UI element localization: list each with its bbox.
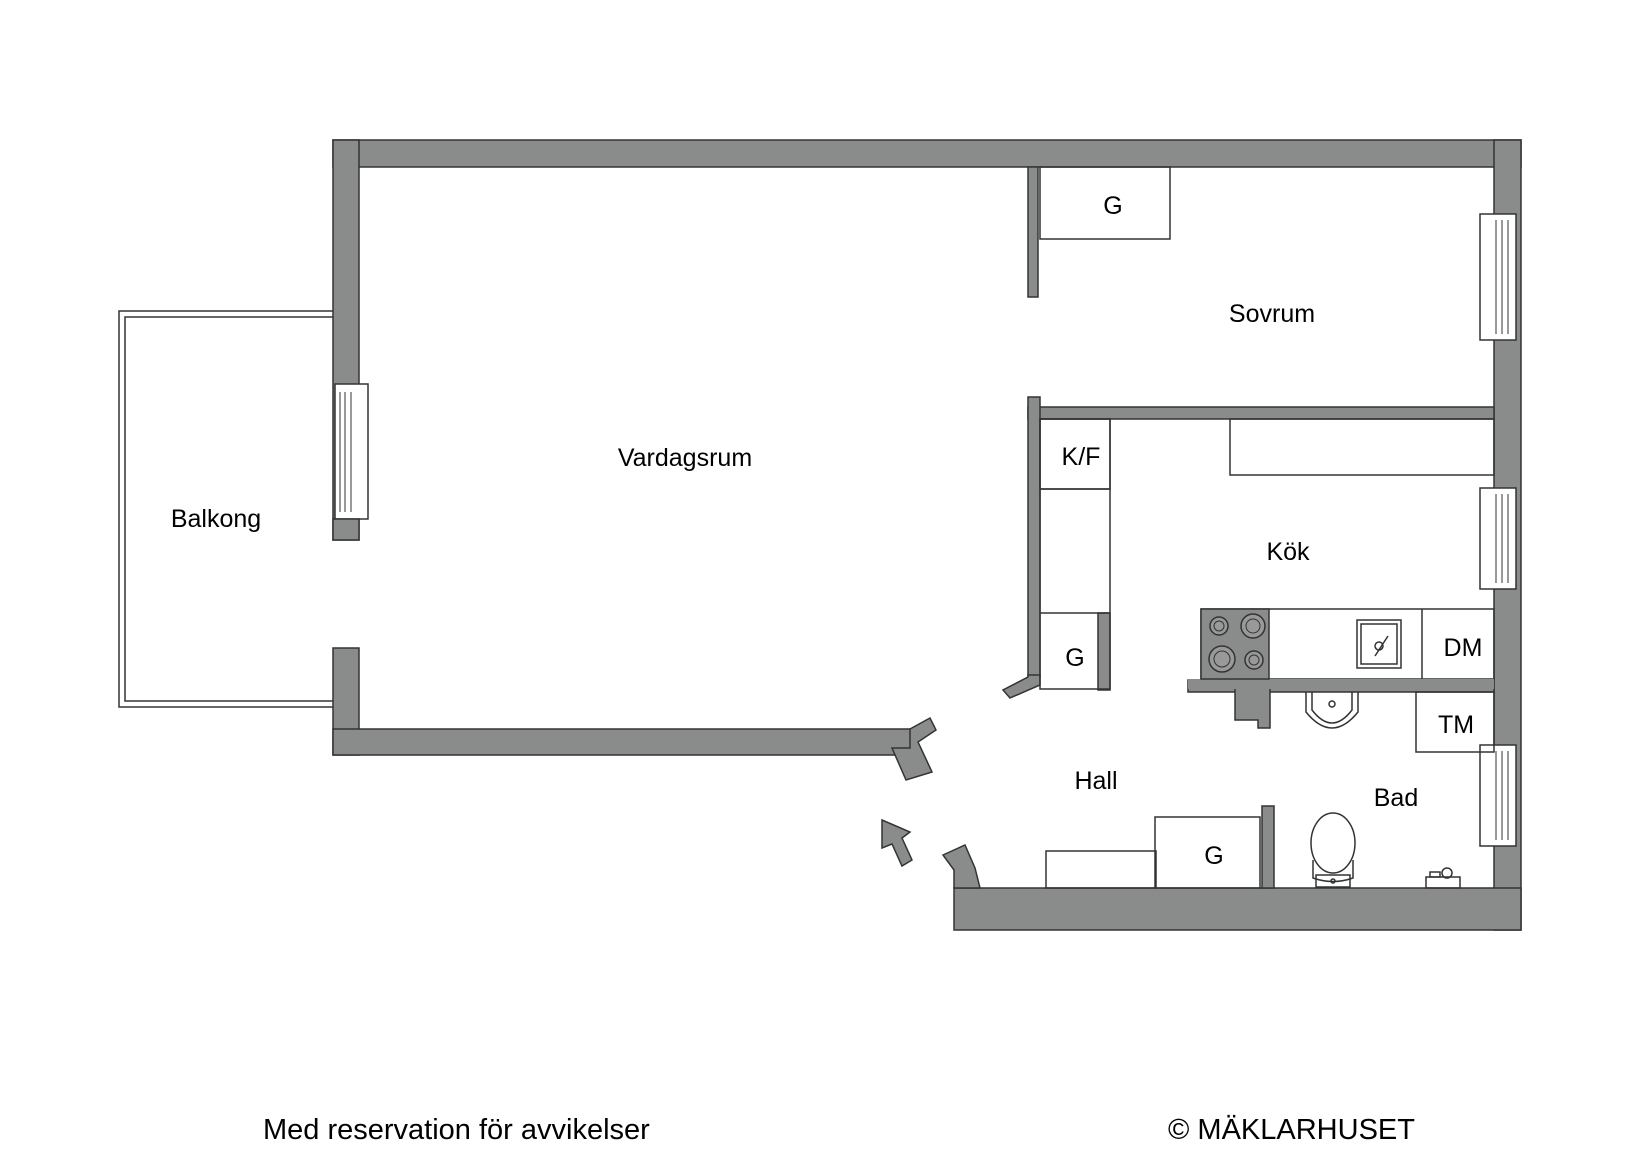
wash-basin-icon — [1305, 692, 1359, 729]
kitchen-counter-base — [1188, 679, 1494, 689]
wall-interior-kitchen-left — [1027, 396, 1041, 678]
bedroom-kitchen-shelf — [1229, 418, 1495, 476]
fixture-label-closet-hall: G — [1204, 842, 1223, 870]
wall-interior-bedroom — [1027, 166, 1039, 298]
sink-icon — [1356, 619, 1402, 669]
window-bedroom — [1479, 213, 1517, 341]
fixture-label-dishwasher: DM — [1444, 634, 1483, 662]
room-label-hall: Hall — [1074, 767, 1117, 795]
stove-icon — [1200, 608, 1270, 680]
fixture-label-washing-machine: TM — [1438, 711, 1474, 739]
fixture-label-closet-kitchen: G — [1065, 644, 1084, 672]
window-living-left — [332, 383, 369, 541]
wall-interior-kitchen-top — [1027, 406, 1495, 420]
wall-interior-bath-left — [1261, 805, 1275, 889]
washing-machine-box — [1415, 691, 1495, 753]
balcony-outline — [118, 310, 333, 708]
kitchen-counter-left — [1039, 418, 1111, 690]
windows — [332, 213, 1517, 847]
room-label-bedroom: Sovrum — [1229, 300, 1315, 328]
hall-shelf — [1045, 850, 1157, 889]
faucet-icon — [1425, 867, 1461, 889]
toilet-icon — [1310, 812, 1356, 888]
wall-entrance-jamb-right — [941, 844, 981, 889]
room-label-bathroom: Bad — [1374, 784, 1418, 812]
wall-kitchen-jamb — [1001, 674, 1041, 699]
fixture-label-closet-bedroom: G — [1103, 192, 1122, 220]
wall-top — [332, 139, 1522, 168]
disclaimer-text: Med reservation för avvikelser — [263, 1114, 650, 1146]
walls — [332, 139, 1522, 931]
fixture-label-fridge-freezer: K/F — [1062, 443, 1101, 471]
wall-entrance-jamb — [890, 716, 937, 781]
wall-living-bottom — [332, 728, 919, 756]
room-label-balcony: Balkong — [171, 505, 261, 533]
closet-hall-box — [1154, 816, 1261, 889]
room-label-living-room: Vardagsrum — [618, 444, 752, 472]
closet-bedroom-box — [1039, 166, 1171, 240]
copyright-text: © MÄKLARHUSET — [1168, 1114, 1415, 1146]
entrance-arrow-icon — [881, 818, 913, 868]
window-kitchen — [1479, 487, 1517, 590]
window-bathroom — [1479, 744, 1517, 847]
wall-bottom — [953, 887, 1522, 931]
room-label-kitchen: Kök — [1266, 538, 1310, 566]
wall-kitchen-closet — [1097, 612, 1111, 691]
